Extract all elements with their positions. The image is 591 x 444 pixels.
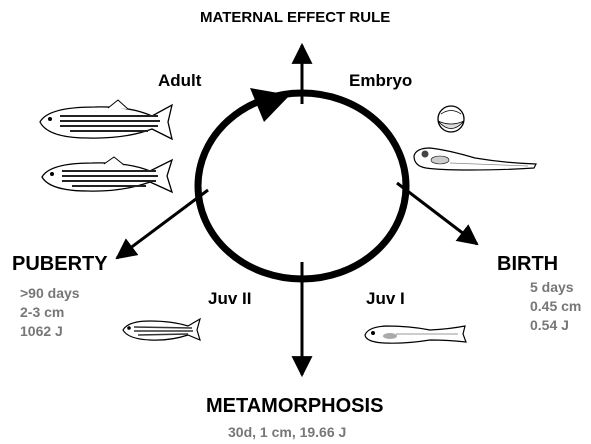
stage-label-adult: Adult [158, 72, 201, 89]
birth-stat-age: 5 days [530, 278, 581, 297]
puberty-stat-age: >90 days [20, 284, 80, 303]
puberty-stat-energy: 1062 J [20, 322, 80, 341]
zebrafish-adult-icon [40, 100, 172, 139]
puberty-stat-length: 2-3 cm [20, 303, 80, 322]
juvenile-fish-icon [123, 319, 200, 340]
birth-stats: 5 days 0.45 cm 0.54 J [530, 278, 581, 335]
life-cycle-ring [198, 93, 406, 279]
birth-arrow [397, 183, 477, 244]
larva-icon [414, 148, 536, 170]
puberty-stats: >90 days 2-3 cm 1062 J [20, 284, 80, 341]
event-label-puberty: PUBERTY [12, 254, 108, 274]
puberty-arrow [117, 190, 208, 258]
diagram-title: MATERNAL EFFECT RULE [200, 10, 390, 25]
birth-stat-length: 0.45 cm [530, 297, 581, 316]
metamorphosis-stats: 30d, 1 cm, 19.66 J [228, 423, 346, 442]
event-label-metamorphosis: METAMORPHOSIS [206, 396, 383, 416]
stage-label-embryo: Embryo [349, 72, 412, 89]
juvenile-fish-icon [365, 326, 466, 343]
birth-stat-energy: 0.54 J [530, 316, 581, 335]
event-label-birth: BIRTH [497, 254, 558, 274]
zebrafish-adult-icon [42, 157, 172, 192]
stage-label-juv2: Juv II [208, 290, 251, 307]
egg-icon [438, 106, 464, 132]
stage-label-juv1: Juv I [366, 290, 405, 307]
